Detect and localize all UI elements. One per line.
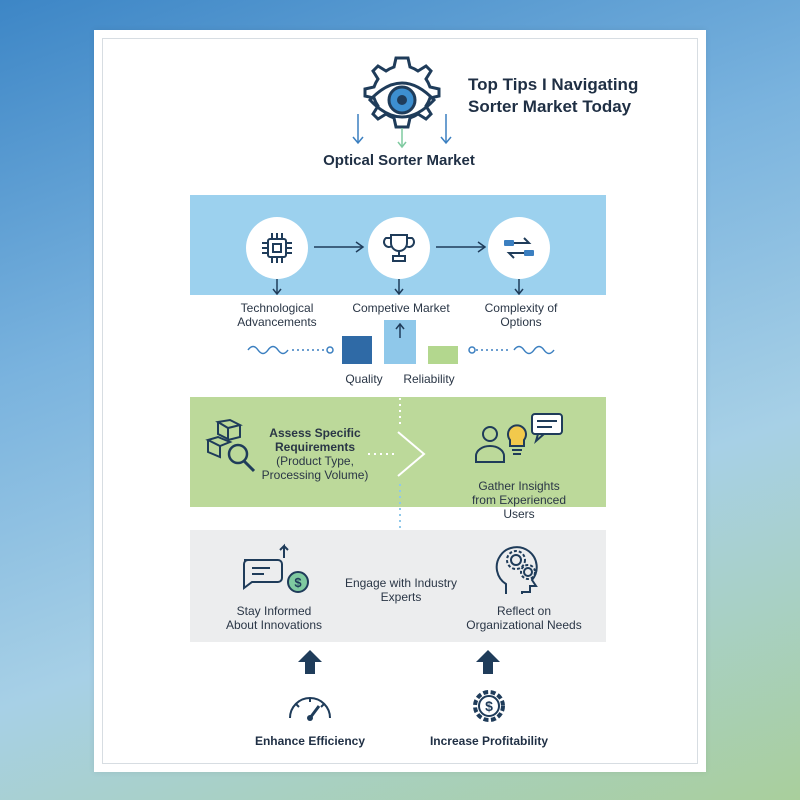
factor-label-quality: Quality xyxy=(345,372,383,386)
challenge-label-complexity: Complexity of Options xyxy=(458,301,584,329)
flow-arrow-1 xyxy=(314,241,365,253)
up-arrow-profitability-icon xyxy=(476,650,500,674)
challenge-label-line: Technological xyxy=(240,301,314,315)
dollar-gear-icon: $ xyxy=(473,690,505,722)
tip-engage-line: Engage with Industry xyxy=(344,576,458,590)
tip-engage-line: Experts xyxy=(380,590,422,604)
title-line-2: Sorter Market Today xyxy=(468,97,632,116)
challenge-label-line: Complexity of xyxy=(484,301,558,315)
page-title: Top Tips I Navigating Sorter Market Toda… xyxy=(468,74,698,118)
outcome-label-profitability: Increase Profitability xyxy=(429,734,549,748)
wave-connector-left xyxy=(247,345,334,355)
outcome-label-efficiency: Enhance Efficiency xyxy=(254,734,366,748)
tip-gather: Gather Insights from Experienced Users xyxy=(454,479,584,521)
tip-reflect: Reflect on Organizational Needs xyxy=(454,604,594,632)
challenge-circle-complexity xyxy=(488,217,550,279)
down-arrow-3 xyxy=(514,279,524,295)
svg-text:$: $ xyxy=(294,575,302,590)
tip-gather-line: Gather Insights xyxy=(478,479,560,493)
wave-connector-right xyxy=(468,345,555,355)
tip-assess-line: Processing Volume) xyxy=(261,468,369,482)
tip-assess-line: (Product Type, xyxy=(276,454,354,468)
title-line-1: Top Tips I Navigating xyxy=(468,75,639,94)
challenge-label-competition: Competive Market xyxy=(338,301,464,315)
tip-stay-informed: Stay Informed About Innovations xyxy=(204,604,344,632)
tip-reflect-line: Reflect on xyxy=(496,604,552,618)
challenge-circle-technology xyxy=(246,217,308,279)
tip-stay-line: About Innovations xyxy=(225,618,323,632)
tip-assess-line: Assess Specific xyxy=(269,426,361,440)
tip-assess-line: Requirements xyxy=(274,440,356,454)
challenge-label-line: Competive Market xyxy=(352,301,450,315)
trophy-icon xyxy=(383,234,415,262)
factor-label-reliability: Reliability xyxy=(403,372,455,386)
eye-gear-icon xyxy=(363,56,441,129)
challenge-label-technology: Technological Advancements xyxy=(214,301,340,329)
challenge-circle-competition xyxy=(368,217,430,279)
tip-reflect-line: Organizational Needs xyxy=(466,618,582,632)
user-bulb-chat-icon xyxy=(475,413,563,463)
logo-arrows-icon xyxy=(352,114,452,149)
chat-coins-icon: $ xyxy=(243,543,309,593)
tip-engage: Engage with Industry Experts xyxy=(334,576,468,604)
challenge-label-line: Advancements xyxy=(237,315,317,329)
factor-square-reliability xyxy=(384,320,416,364)
tip-gather-line: Users xyxy=(503,507,535,521)
up-arrow-icon xyxy=(395,323,405,338)
flow-arrow-2 xyxy=(436,241,487,253)
head-gears-icon xyxy=(495,546,538,594)
factor-square-third xyxy=(428,346,458,364)
box-search-icon xyxy=(205,418,256,473)
up-arrow-efficiency-icon xyxy=(298,650,322,674)
tip-gather-line: from Experienced xyxy=(471,493,567,507)
challenge-label-line: Options xyxy=(500,315,542,329)
tip-assess: Assess Specific Requirements (Product Ty… xyxy=(260,426,370,482)
factor-square-quality xyxy=(342,336,372,364)
down-arrow-1 xyxy=(272,279,282,295)
exchange-icon xyxy=(504,237,534,259)
tip-stay-line: Stay Informed xyxy=(236,604,312,618)
down-arrow-2 xyxy=(394,279,404,295)
gauge-icon xyxy=(289,697,331,721)
infographic-card: Top Tips I Navigating Sorter Market Toda… xyxy=(94,30,706,772)
svg-text:$: $ xyxy=(485,698,493,714)
subtitle: Optical Sorter Market xyxy=(323,152,475,169)
chip-icon xyxy=(262,233,292,263)
